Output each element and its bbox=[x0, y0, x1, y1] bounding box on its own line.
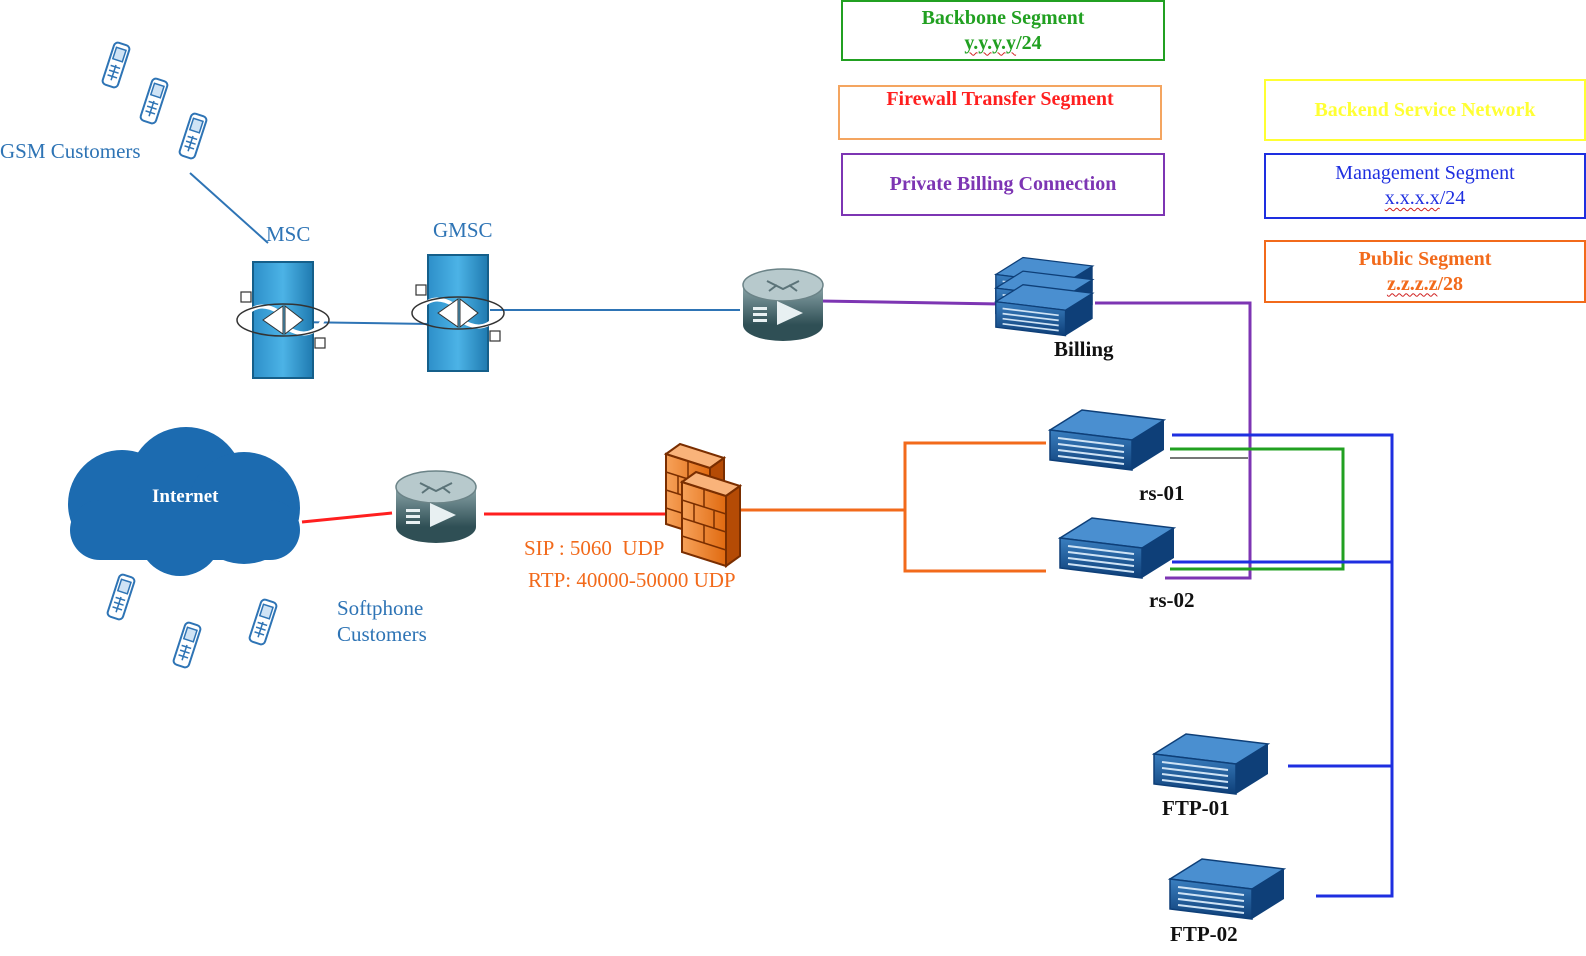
label-ftp01: FTP-01 bbox=[1162, 796, 1230, 820]
legend-firewall-transfer-segment: Firewall Transfer Segment bbox=[838, 85, 1162, 140]
internet-link-lines bbox=[301, 511, 668, 524]
legend-public-title: Public Segment bbox=[1358, 247, 1492, 270]
billing-server-icon bbox=[994, 256, 1094, 337]
edge-router-icon bbox=[395, 470, 477, 544]
label-rs02: rs-02 bbox=[1149, 588, 1195, 612]
legend-management-subnet: x.x.x.x bbox=[1384, 187, 1440, 209]
gmsc-switch-icon bbox=[410, 253, 506, 373]
label-softphone-line2: Customers bbox=[337, 622, 427, 646]
label-sip-port: SIP : 5060 UDP bbox=[524, 536, 665, 560]
label-ftp02: FTP-02 bbox=[1170, 922, 1238, 946]
legend-public-segment: Public Segment z.z.z.z/28 bbox=[1264, 240, 1586, 303]
label-softphone-line1: Softphone bbox=[337, 596, 424, 620]
legend-private-billing-title: Private Billing Connection bbox=[889, 173, 1117, 195]
legend-backbone-segment: Backbone Segment y.y.y.y/24 bbox=[841, 0, 1165, 61]
legend-backend-service-title: Backend Service Network bbox=[1314, 98, 1536, 121]
legend-backbone-subnet: y.y.y.y bbox=[964, 31, 1017, 54]
legend-backend-service-network: Backend Service Network bbox=[1264, 79, 1586, 141]
link-msc-gmsc bbox=[291, 321, 431, 325]
billing-connection-lines bbox=[819, 299, 1252, 580]
mobile-phone-icon bbox=[138, 76, 170, 126]
rs01-server-icon bbox=[1049, 409, 1165, 471]
legend-management-subnet-line: x.x.x.x/24 bbox=[1385, 186, 1466, 211]
mobile-phone-icon bbox=[171, 620, 203, 670]
mobile-phone-icon bbox=[105, 572, 137, 622]
legend-public-mask: /28 bbox=[1437, 272, 1464, 295]
legend-management-mask: /24 bbox=[1439, 187, 1466, 209]
mobile-phone-icon bbox=[247, 597, 279, 647]
legend-backbone-subnet-line: y.y.y.y/24 bbox=[964, 31, 1041, 56]
label-billing: Billing bbox=[1054, 337, 1114, 361]
label-gsm-customers: GSM Customers bbox=[0, 139, 141, 163]
label-msc: MSC bbox=[266, 222, 311, 246]
rs02-server-icon bbox=[1059, 517, 1175, 579]
ftp01-server-icon bbox=[1153, 733, 1269, 795]
legend-backbone-title: Backbone Segment bbox=[921, 6, 1085, 29]
mobile-phone-icon bbox=[100, 40, 132, 90]
legend-public-subnet-line: z.z.z.z/28 bbox=[1387, 272, 1463, 297]
softphone-phones bbox=[105, 572, 279, 670]
legend-backbone-mask: /24 bbox=[1016, 31, 1042, 54]
legend-firewall-transfer-title: Firewall Transfer Segment bbox=[886, 88, 1114, 110]
public-segment-lines bbox=[740, 441, 1046, 573]
legend-private-billing-connection: Private Billing Connection bbox=[841, 153, 1165, 216]
legend-management-title: Management Segment bbox=[1335, 162, 1515, 184]
mobile-phone-icon bbox=[177, 111, 209, 161]
legend-public-subnet: z.z.z.z bbox=[1386, 272, 1438, 295]
label-internet: Internet bbox=[152, 486, 219, 507]
link-gsm-msc bbox=[189, 172, 269, 244]
label-rtp-port: RTP: 40000-50000 UDP bbox=[528, 568, 736, 592]
label-gmsc: GMSC bbox=[433, 218, 493, 242]
management-segment-lines bbox=[1172, 433, 1394, 898]
label-rs01: rs-01 bbox=[1139, 481, 1185, 505]
cloud-icon bbox=[68, 427, 300, 576]
ftp02-server-icon bbox=[1169, 858, 1285, 920]
core-router-icon bbox=[742, 268, 824, 342]
backbone-segment-lines bbox=[1170, 447, 1345, 571]
legend-management-segment: Management Segment x.x.x.x/24 bbox=[1264, 153, 1586, 219]
msc-switch-icon bbox=[235, 260, 331, 380]
firewall-icon bbox=[665, 443, 741, 567]
